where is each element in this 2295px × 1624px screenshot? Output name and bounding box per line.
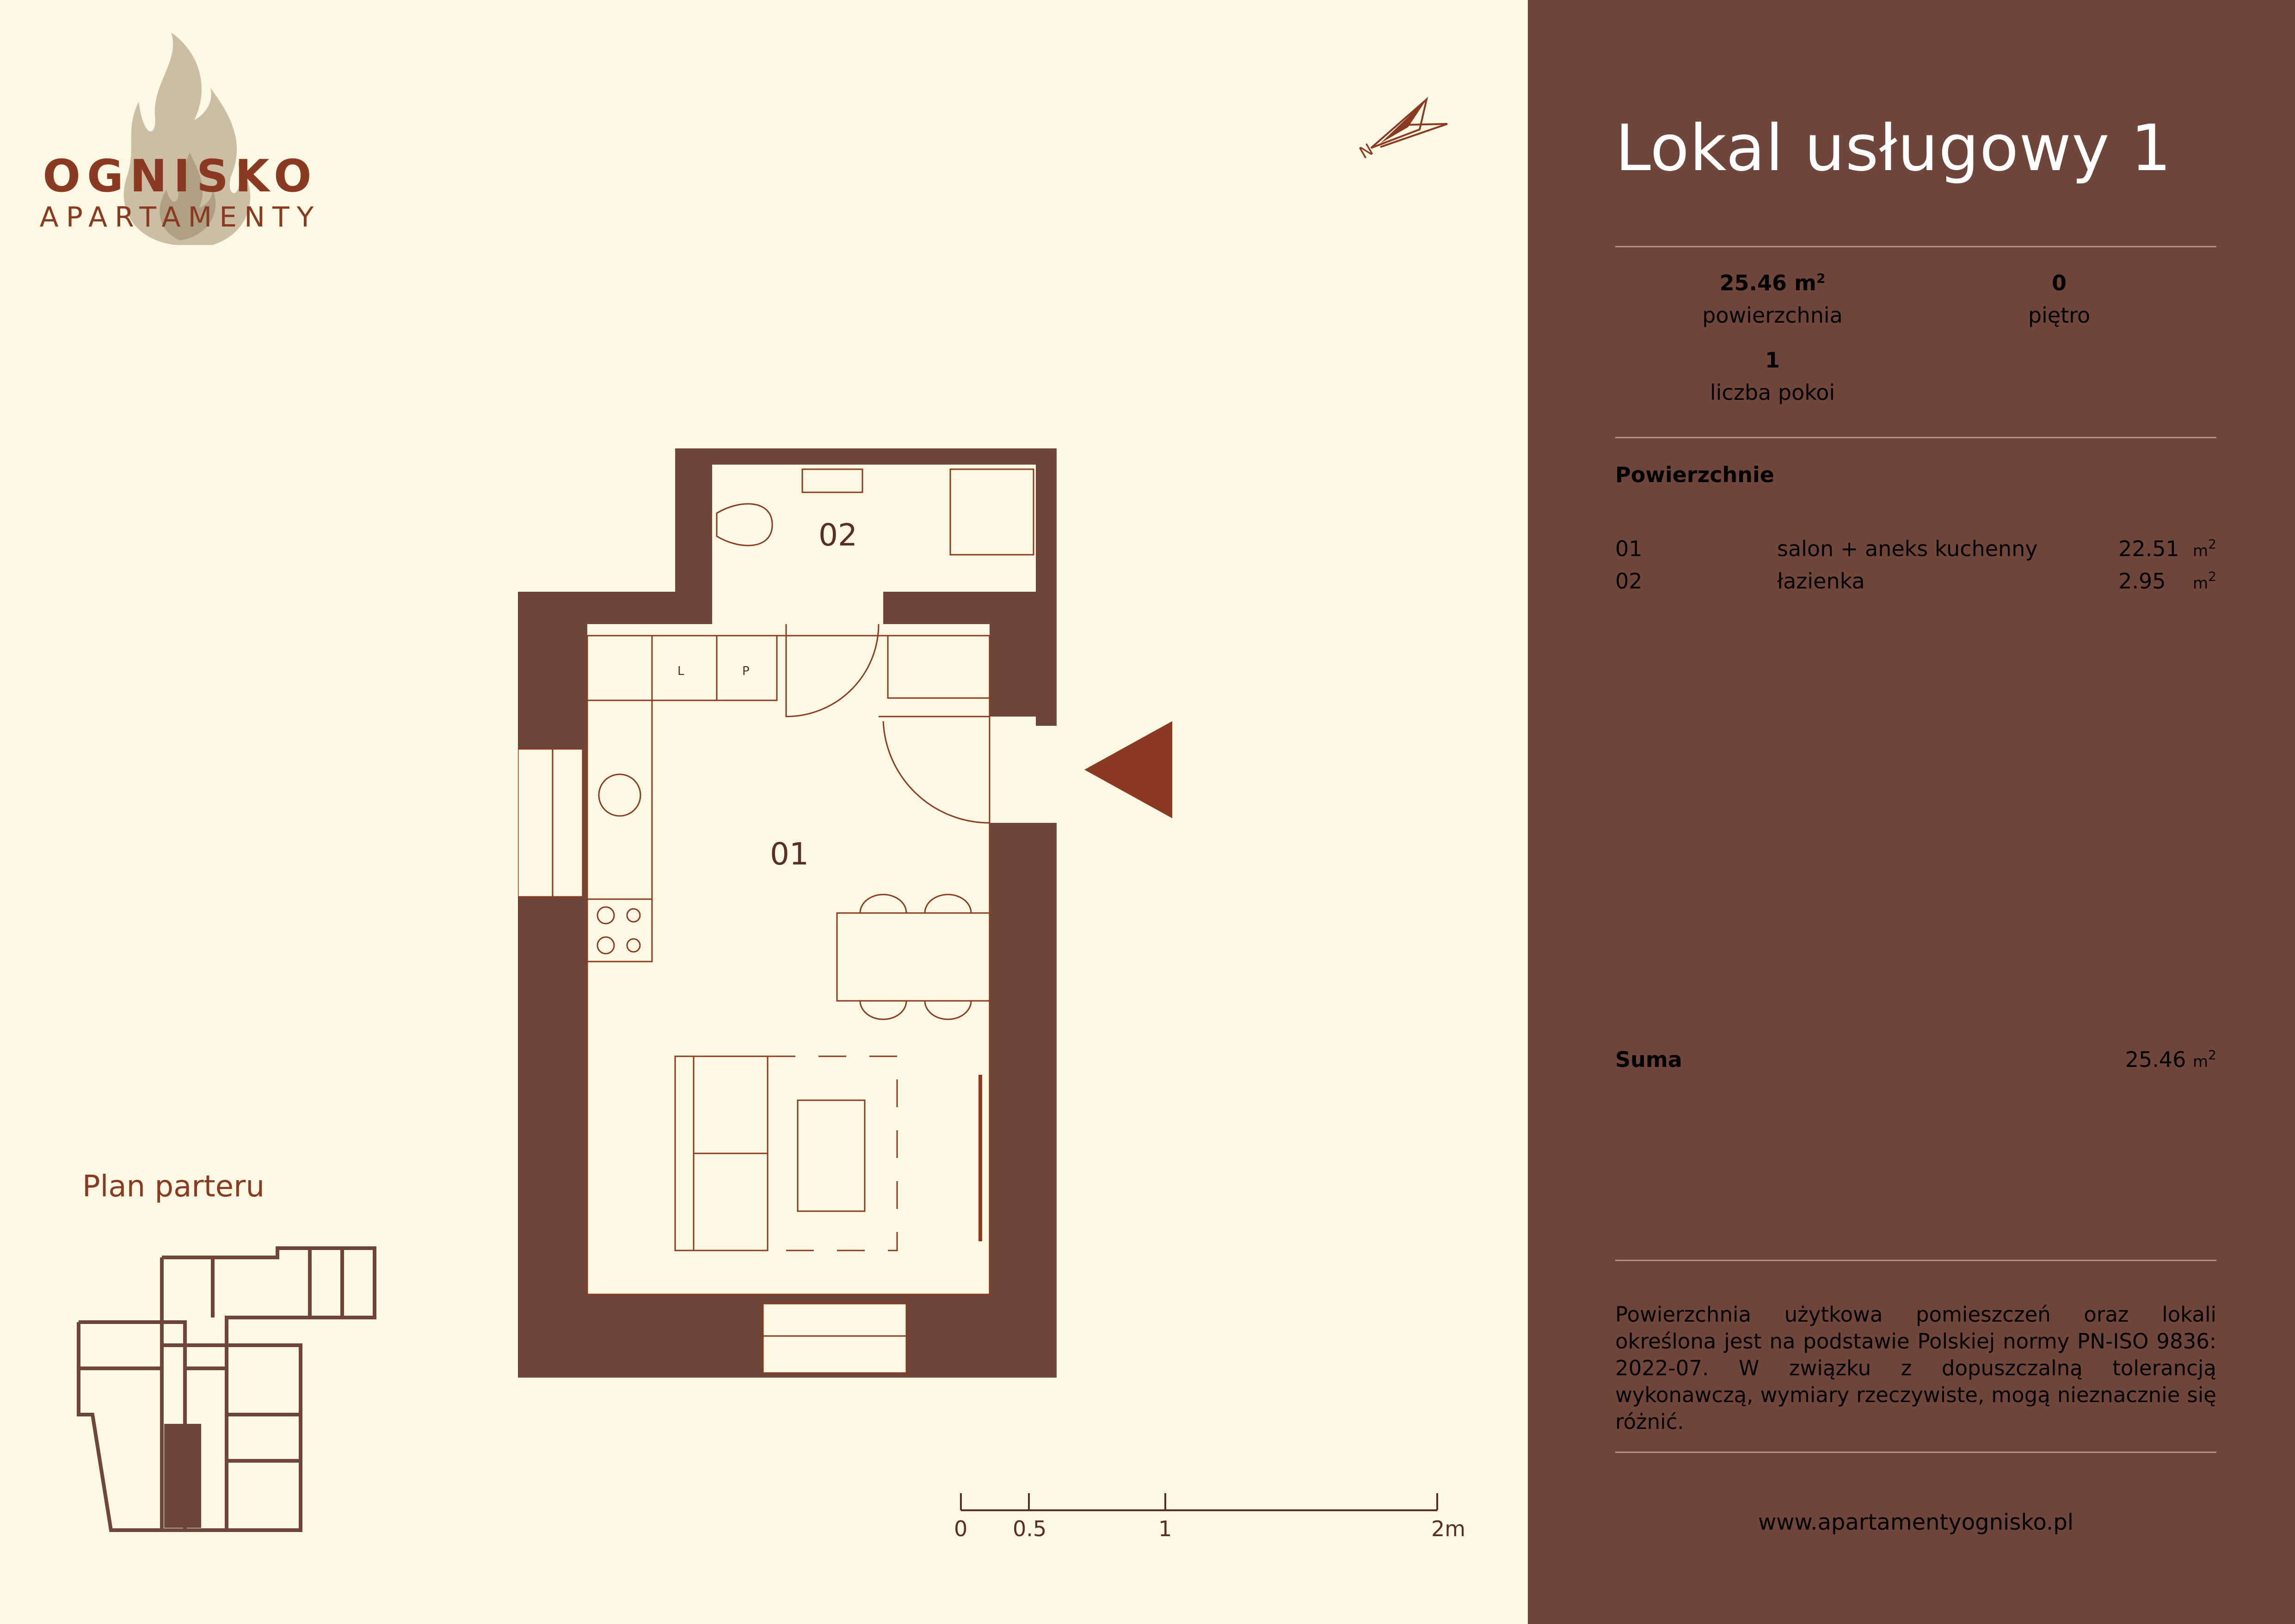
room-number: 01: [1615, 536, 1643, 561]
unit-title: Lokal usługowy 1: [1615, 111, 2172, 185]
rooms-label: liczba pokoi: [1710, 380, 1835, 405]
scale-label-0-5: 0.5: [1013, 1516, 1047, 1541]
room-label-02: 02: [818, 517, 857, 553]
scale-label-1: 1: [1158, 1516, 1172, 1541]
room-name: salon + aneks kuchenny: [1777, 536, 2038, 561]
cabinet-label-p: P: [742, 664, 750, 678]
north-label: N: [1356, 140, 1377, 163]
info-panel: [1528, 0, 2295, 1624]
website-link[interactable]: www.apartamentyognisko.pl: [1758, 1509, 2074, 1535]
section-title: Powierzchnie: [1615, 462, 1774, 487]
room-number: 02: [1615, 569, 1643, 594]
ground-floor-minimap: [77, 1246, 376, 1532]
divider: [1615, 1452, 2216, 1453]
brand-subtitle: APARTAMENTY: [39, 201, 321, 233]
floor-plan-title: Plan parteru: [82, 1170, 265, 1204]
brand-name: OGNISKO: [43, 150, 318, 202]
area-label: powierzchnia: [1702, 303, 1843, 328]
scale-label-2m: 2m: [1431, 1516, 1466, 1541]
sum-label: Suma: [1615, 1047, 1682, 1072]
divider: [1615, 1260, 2216, 1261]
fixtures: [586, 468, 1034, 1295]
room-label-01: 01: [770, 836, 809, 872]
area-value: 25.46 m2: [1719, 270, 1826, 295]
entrance-arrow-icon: [1084, 721, 1172, 818]
walls: [518, 448, 1057, 1378]
room-name: łazienka: [1777, 569, 1865, 594]
flame-icon: [123, 32, 251, 245]
floor-plan: 02 01 L P: [518, 448, 1172, 1378]
plan-area: OGNISKO APARTAMENTY N: [28, 23, 1466, 1541]
floor-value: 0: [2051, 270, 2067, 295]
cabinet-label-l: L: [677, 664, 684, 678]
room-area: 2.95 m2: [2118, 569, 2216, 594]
floor-label: piętro: [2028, 303, 2091, 328]
rooms-value: 1: [1765, 348, 1780, 373]
divider: [1615, 246, 2216, 247]
divider: [1615, 437, 2216, 438]
disclaimer-note: Powierzchnia użytkowa pomieszczeń oraz l…: [1615, 1302, 2216, 1434]
ognisko-logo: OGNISKO APARTAMENTY: [28, 23, 333, 254]
sum-value: 25.46 m2: [2125, 1047, 2216, 1072]
scale-bar: [960, 1493, 1438, 1511]
north-arrow-icon: N: [1356, 97, 1448, 163]
scale-label-0: 0: [954, 1516, 968, 1541]
room-area: 22.51 m2: [2118, 536, 2216, 561]
